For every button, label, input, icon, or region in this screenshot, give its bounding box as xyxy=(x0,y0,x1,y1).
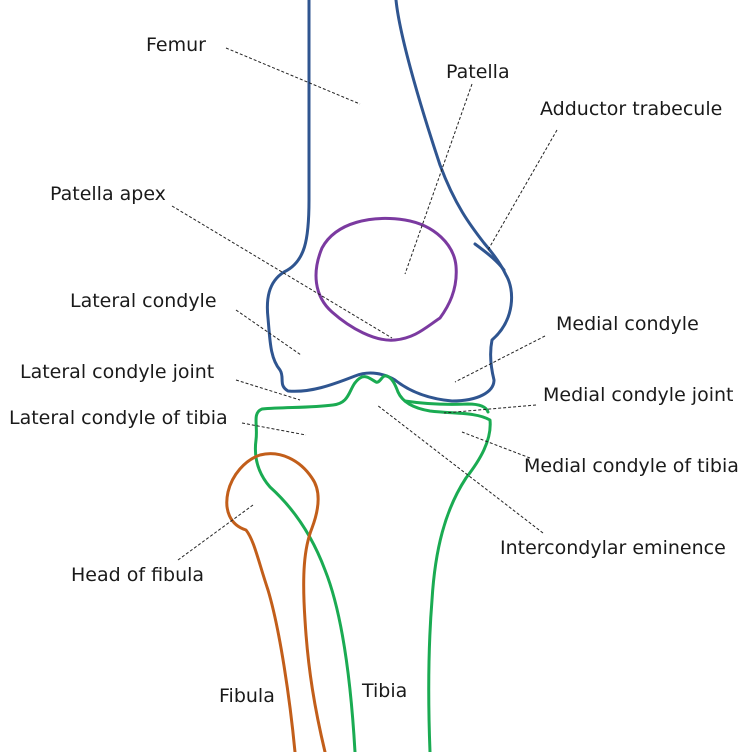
head-of-fibula-leader-line xyxy=(177,504,254,561)
tibia-outline xyxy=(253,374,492,752)
label-medial-condyle-of-tibia: Medial condyle of tibia xyxy=(524,455,739,477)
label-fibula: Fibula xyxy=(219,685,275,707)
label-patella: Patella xyxy=(446,61,510,83)
label-medial-condyle-joint: Medial condyle joint xyxy=(543,384,733,406)
patella-outline xyxy=(314,216,458,342)
patella-leader-line xyxy=(404,83,473,275)
label-tibia: Tibia xyxy=(361,680,407,702)
adductor-trabecule-line xyxy=(473,242,506,272)
lateral-condyle-of-tibia-leader-line xyxy=(241,422,307,436)
label-intercondylar-eminence: Intercondylar eminence xyxy=(500,537,726,559)
femur-outline xyxy=(265,0,513,403)
label-medial-condyle: Medial condyle xyxy=(556,313,699,335)
label-lateral-condyle: Lateral condyle xyxy=(70,290,217,312)
label-lateral-condyle-of-tibia: Lateral condyle of tibia xyxy=(9,407,228,429)
medial-condyle-leader-line xyxy=(454,335,546,383)
intercondylar-eminence-leader-line xyxy=(376,404,544,534)
label-femur: Femur xyxy=(146,34,206,56)
label-head-of-fibula: Head of fibula xyxy=(71,564,204,586)
medial-condyle-joint-leader-line xyxy=(443,404,537,414)
lateral-condyle-joint-leader-line xyxy=(235,379,301,401)
fibula-outline xyxy=(225,452,327,752)
label-adductor-trabecule: Adductor trabecule xyxy=(540,98,722,120)
label-lateral-condyle-joint: Lateral condyle joint xyxy=(20,361,214,383)
patella-apex-leader-line xyxy=(171,205,393,339)
femur-leader-line xyxy=(225,47,361,105)
lateral-condyle-leader-line xyxy=(235,309,302,356)
adductor-trabecule-leader-line xyxy=(487,129,558,251)
label-patella-apex: Patella apex xyxy=(50,183,166,205)
medial-condyle-of-tibia-leader-line xyxy=(461,431,531,459)
tibia-plateau-line xyxy=(403,399,490,414)
